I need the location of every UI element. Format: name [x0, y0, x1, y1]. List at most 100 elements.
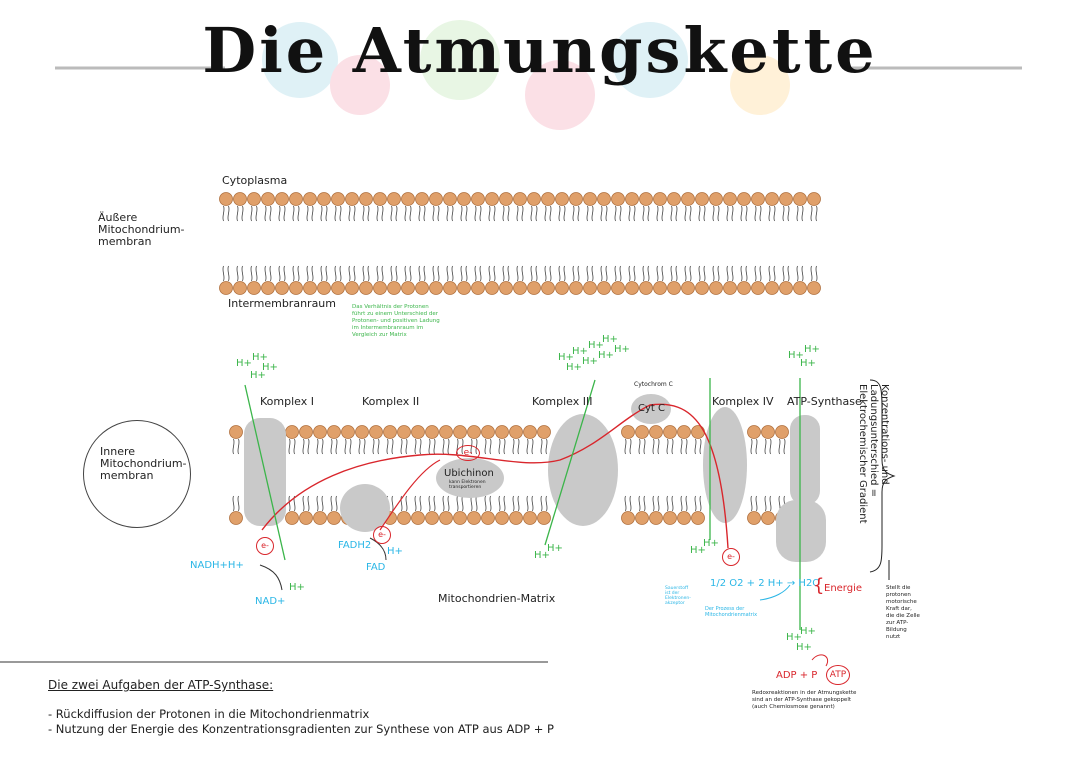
komplex-4-label: Komplex IV [712, 395, 774, 408]
lipid-head [453, 511, 467, 525]
atp-badge: ATP [826, 665, 850, 685]
lipid-head [457, 192, 471, 206]
lipid-head [527, 192, 541, 206]
lipid-head [457, 281, 471, 295]
lipid-head [583, 281, 597, 295]
lipid-head [621, 425, 635, 439]
lipid-head [761, 425, 775, 439]
inner-membrane-circle [83, 420, 191, 528]
lipid-head [677, 425, 691, 439]
lipid-head [397, 425, 411, 439]
matrix-label: Mitochondrien-Matrix [438, 592, 556, 605]
lipid-head [275, 192, 289, 206]
lipid-head [373, 281, 387, 295]
lipid-head [411, 511, 425, 525]
lipid-head [359, 281, 373, 295]
lipid-head [793, 281, 807, 295]
lipid-head [481, 511, 495, 525]
inner-membrane [229, 425, 789, 525]
lipid-head [747, 425, 761, 439]
lipid-head [327, 425, 341, 439]
lipid-head [439, 511, 453, 525]
lipid-head [537, 425, 551, 439]
lipid-head [285, 425, 299, 439]
lipid-head [485, 281, 499, 295]
lipid-head [723, 281, 737, 295]
electron-badge: e- [456, 445, 480, 461]
lipid-head [611, 192, 625, 206]
lipid-head [261, 281, 275, 295]
proton-label: H+ [534, 550, 550, 561]
proton-label: H+ [558, 352, 574, 363]
lipid-head [471, 281, 485, 295]
lipid-head [425, 425, 439, 439]
proton-label: H+ [572, 346, 588, 357]
lipid-head [359, 192, 373, 206]
lipid-head [499, 281, 513, 295]
lipid-head [523, 511, 537, 525]
lipid-head [611, 281, 625, 295]
proton-label: H+ [796, 642, 812, 653]
lipid-head [625, 281, 639, 295]
lipid-head [415, 281, 429, 295]
energy-brace: { [813, 575, 825, 596]
lipid-head [247, 281, 261, 295]
lipid-head [313, 425, 327, 439]
lipid-head [667, 281, 681, 295]
lipid-head [635, 511, 649, 525]
lipid-head [653, 192, 667, 206]
lipid-head [635, 425, 649, 439]
lipid-head [709, 192, 723, 206]
lipid-head [331, 192, 345, 206]
lipid-head [583, 192, 597, 206]
lipid-head [289, 281, 303, 295]
electron-badge: e- [373, 526, 391, 544]
lipid-head [737, 281, 751, 295]
lipid-head [695, 281, 709, 295]
lipid-head [765, 192, 779, 206]
title-decoration [55, 20, 1022, 130]
proton-label: H+ [252, 352, 268, 363]
lipid-head [509, 511, 523, 525]
proton-arrows [244, 378, 801, 630]
lipid-head [415, 192, 429, 206]
cytc-caption: Cytochrom C [634, 381, 673, 388]
lipid-head [387, 192, 401, 206]
lipid-head [485, 192, 499, 206]
komplex-2-shape [340, 484, 390, 532]
lipid-head [807, 281, 821, 295]
proton-label: H+ [547, 543, 563, 554]
lipid-head [247, 192, 261, 206]
lipid-head [373, 192, 387, 206]
komplex-2-label: Komplex II [362, 395, 420, 408]
lipid-head [751, 192, 765, 206]
lipid-head [513, 281, 527, 295]
lipid-head [541, 281, 555, 295]
lipid-head [345, 281, 359, 295]
lipid-head [467, 425, 481, 439]
lipid-head [555, 281, 569, 295]
lipid-head [303, 281, 317, 295]
proton-label: H+ [566, 362, 582, 373]
lipid-head [495, 511, 509, 525]
lipid-head [387, 281, 401, 295]
proton-label: H+ [614, 344, 630, 355]
lipid-head [621, 511, 635, 525]
lipid-head [229, 425, 243, 439]
proton-label: H+ [250, 370, 266, 381]
lipid-head [509, 425, 523, 439]
lipid-head [569, 281, 583, 295]
lipid-head [691, 511, 705, 525]
lipid-head [779, 281, 793, 295]
proton-label: H+ [690, 545, 706, 556]
lipid-head [443, 192, 457, 206]
lipid-head [737, 192, 751, 206]
lipid-head [289, 192, 303, 206]
lipid-head [317, 281, 331, 295]
lipid-head [303, 192, 317, 206]
